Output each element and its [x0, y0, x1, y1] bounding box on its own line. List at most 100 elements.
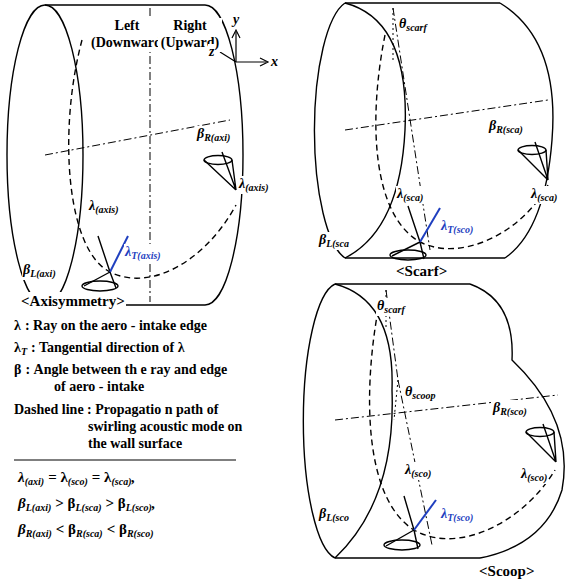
angle-label: β — [197, 126, 204, 141]
propagation-path — [370, 310, 555, 539]
equation: β — [18, 495, 26, 511]
figure-title-group: <Scarf> — [395, 262, 448, 280]
axis-label: z — [209, 44, 214, 59]
legend-note-group: λ : Ray on the aero - intake edge — [14, 318, 207, 335]
cylinder-outline — [335, 284, 480, 558]
cylinder-outline — [470, 284, 564, 558]
region-label-group: Left (Downward) — [90, 18, 164, 52]
axis-arrow — [232, 30, 268, 66]
equation: L(axi) — [26, 502, 52, 513]
intake-lip — [345, 3, 405, 258]
axis-label: x — [271, 54, 278, 69]
center-axis — [398, 380, 432, 545]
equation: L(sco) — [126, 502, 152, 513]
ray — [392, 206, 424, 259]
ray — [204, 152, 236, 190]
legend-note: Dashed line : Propagatio n path of swirl… — [14, 402, 242, 451]
legend-note: λ — [14, 340, 21, 355]
legend-note-group: Dashed line : Propagatio n path of swirl… — [88, 402, 256, 452]
angle-cone — [526, 428, 554, 437]
equation: = λ — [48, 469, 68, 485]
ray — [518, 142, 548, 180]
legend-note: T — [21, 346, 27, 357]
legend-note-group: β: Angle between th e ray and edge of ae… — [54, 362, 239, 396]
ray-label: λ — [239, 176, 245, 191]
angle-label-group: θscarf — [398, 16, 428, 34]
ray-label: (axis) — [245, 182, 268, 193]
ray-label-group: λ(sca) — [396, 186, 424, 204]
equation: β — [18, 521, 26, 537]
reference-line — [394, 380, 398, 420]
equation: L(sca) — [75, 502, 101, 513]
angle-label: R(axi) — [204, 132, 230, 143]
cylinder-outline — [314, 3, 345, 258]
equation: λ — [18, 469, 25, 485]
propagation-path — [376, 35, 548, 249]
equation-group: βR(axi)< βR(sca)< βR(sco) — [18, 520, 154, 540]
equation: > β — [55, 495, 75, 511]
angle-label-group: βR(axi) — [196, 126, 231, 144]
equation: (sco) — [68, 476, 88, 487]
reference-line — [393, 8, 394, 60]
figure-title: <Scarf> — [396, 263, 447, 279]
region-label: Left (Downward) — [91, 18, 166, 50]
tangent-label: T(sco) — [447, 224, 473, 235]
angle-label: scoop — [412, 390, 435, 401]
axis-label-group: y — [232, 12, 240, 29]
tangent-label: λ — [441, 506, 447, 521]
angle-label: L(axi) — [30, 268, 56, 279]
angle-label: θ — [405, 384, 412, 399]
legend-note: : Angle between th e ray and edge of aer… — [25, 362, 227, 394]
ray-label: (sca) — [403, 192, 423, 203]
center-axis — [393, 8, 430, 250]
tangent-label-group: λT(sco) — [440, 506, 474, 524]
angle-label: β — [493, 400, 500, 415]
angle-label-group: βL(axi) — [22, 262, 57, 280]
center-axis — [335, 395, 558, 420]
equation: (sca) — [111, 476, 131, 487]
cylinder-outline — [7, 5, 45, 305]
tangent-label-group: λT(sco) — [440, 218, 474, 236]
equation: = λ — [92, 469, 112, 485]
ray-label: λ — [521, 466, 527, 481]
ray-label-group: λ(axis) — [238, 176, 270, 194]
ray-label: (sca) — [537, 192, 557, 203]
angle-label: θ — [399, 16, 406, 31]
axis-line — [220, 32, 266, 62]
tangent-line — [420, 208, 440, 242]
axis-label-group: x — [270, 54, 279, 71]
ray-label: λ — [405, 462, 411, 477]
angle-cone — [518, 146, 546, 155]
angle-label: R(sco) — [500, 406, 527, 417]
ray-label: λ — [89, 198, 95, 213]
ray-label: (sco) — [527, 472, 547, 483]
equation: R(sco) — [127, 528, 154, 539]
equation: R(sca) — [76, 528, 103, 539]
legend-note: : Ray on the aero - intake edge — [25, 318, 207, 333]
equation: < β — [56, 521, 76, 537]
angle-label-group: θscoop — [404, 384, 437, 402]
equation: (axi) — [25, 476, 44, 487]
equation: > β — [106, 495, 126, 511]
tangent-label: T(sco) — [447, 512, 473, 523]
tangent-label: λ — [441, 218, 447, 233]
angle-label: β — [319, 232, 326, 247]
figure-title-group: <Axisymmetry> — [20, 292, 126, 310]
equation-group: λ(axi)= λ(sco)= λ(sca), — [18, 468, 135, 488]
angle-label: θ — [377, 298, 384, 313]
ray-label: (axis) — [95, 204, 118, 215]
ray-label-group: λ(axis) — [88, 198, 120, 216]
ray-label: λ — [397, 186, 403, 201]
legend-note: β — [14, 362, 21, 377]
equation: R(axi) — [26, 528, 52, 539]
intake-lip — [45, 5, 83, 305]
legend-note-group: λT : Tangential direction of λ — [14, 340, 185, 358]
legend-note: : Tangential direction of λ — [31, 340, 185, 355]
ray — [526, 424, 556, 462]
angle-label: β — [319, 506, 326, 521]
equation: , — [131, 469, 135, 485]
angle-label: scarf — [406, 22, 427, 33]
angle-label-group: βR(sca) — [488, 118, 524, 136]
tangent-line — [414, 500, 436, 530]
legend-note: λ — [14, 318, 21, 333]
